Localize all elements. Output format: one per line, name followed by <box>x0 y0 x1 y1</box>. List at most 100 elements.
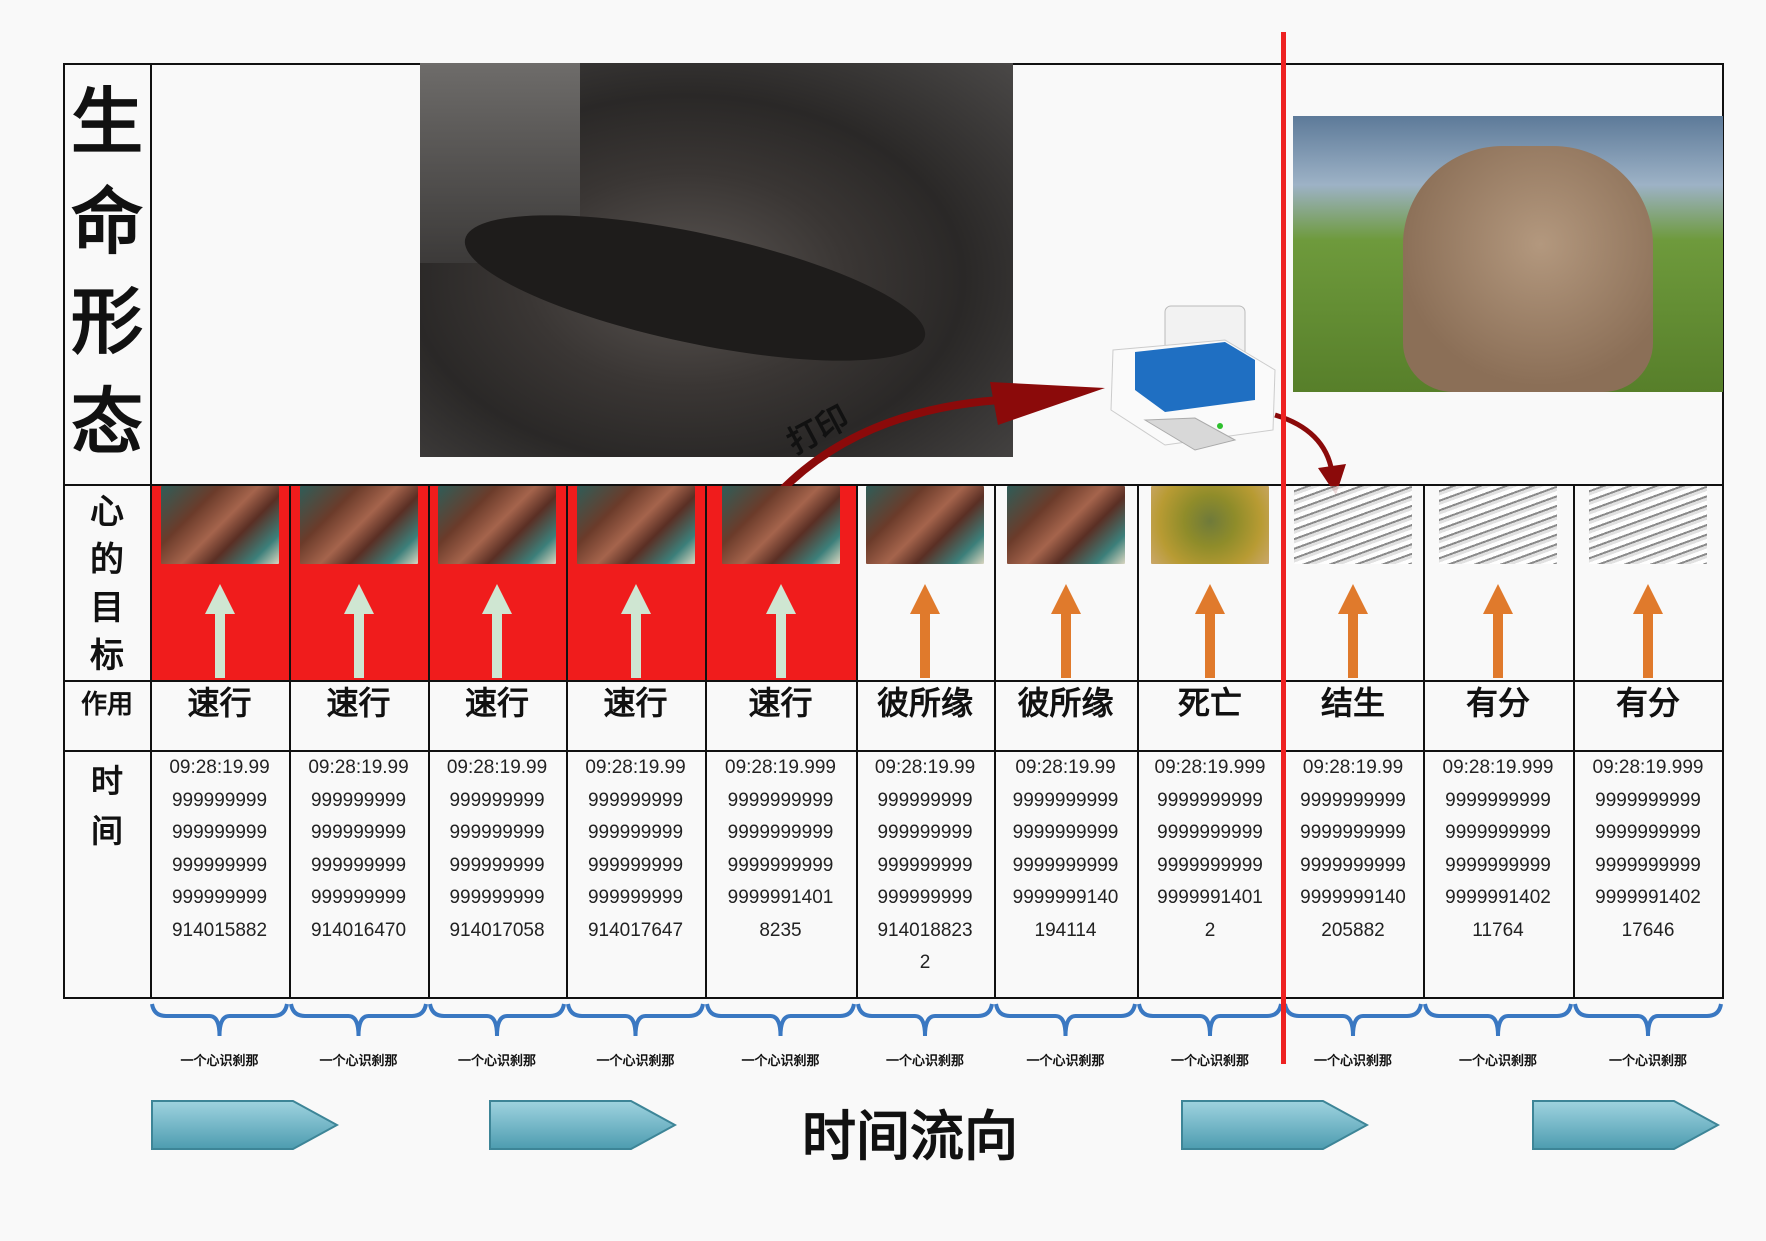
action-text: 彼所缘 <box>1017 684 1114 722</box>
row-divider <box>63 750 1724 752</box>
timestamp-line: 09:28:19.99 <box>1302 757 1404 778</box>
brace-icon <box>428 1003 566 1037</box>
print-arrow <box>777 382 1105 495</box>
flow-title: 时间流向 <box>802 1104 1018 1168</box>
action-label: 作用 <box>80 690 133 720</box>
timestamp-line: 2 <box>919 952 931 973</box>
up-arrow-icon <box>620 584 651 678</box>
timestamp-line: 999999999 <box>310 822 407 843</box>
timestamp-line: 999999999 <box>587 887 684 908</box>
cow-photo <box>1293 116 1723 392</box>
moment-label: 一个心识刹那 <box>1026 1054 1105 1069</box>
timestamp-line: 09:28:19.999 <box>1592 757 1704 778</box>
thumbnail-sketch <box>1589 486 1707 564</box>
up-arrow-icon <box>343 584 374 678</box>
timestamp-line: 914017647 <box>587 919 684 941</box>
time-label: 时 间 <box>63 756 151 856</box>
label-char: 生 <box>70 79 143 164</box>
timestamp-line: 09:28:19.99 <box>1015 757 1116 778</box>
moment-label: 一个心识刹那 <box>741 1054 820 1069</box>
timestamp-line: 9999991401 <box>727 887 834 908</box>
moment-label: 一个心识刹那 <box>180 1054 259 1069</box>
label-char: 态 <box>70 379 143 464</box>
column-divider <box>856 484 858 998</box>
column-divider <box>289 484 291 998</box>
timestamp-line: 9999999999 <box>1300 822 1406 843</box>
header-column-divider <box>150 63 152 999</box>
row-divider <box>63 680 1724 682</box>
timestamp-line: 17646 <box>1621 919 1675 941</box>
timestamp-line: 914015882 <box>171 919 268 941</box>
timestamp-line: 914017058 <box>449 919 545 941</box>
timestamp-line: 9999999140 <box>1300 887 1406 908</box>
moment-label: 一个心识刹那 <box>1458 1054 1537 1069</box>
column-divider <box>705 484 707 998</box>
up-arrow-icon <box>765 584 796 678</box>
timestamp-line: 9999991402 <box>1595 887 1701 908</box>
table-border-bottom <box>63 997 1724 999</box>
timestamp-line: 9999999999 <box>1300 854 1406 876</box>
brace-icon <box>150 1003 289 1037</box>
timestamp-line: 2 <box>1204 919 1216 941</box>
table-border-left <box>63 63 65 999</box>
timestamp-line: 999999999 <box>449 789 545 811</box>
action-text: 速行 <box>603 684 668 722</box>
timestamp-line: 9999999999 <box>727 789 834 811</box>
timestamp-line: 205882 <box>1321 919 1385 941</box>
flow-arrow-icon <box>489 1100 677 1150</box>
row-divider <box>63 484 1724 486</box>
column-divider <box>1423 484 1425 998</box>
timestamp-line: 09:28:19.999 <box>1442 757 1554 778</box>
label-char: 标 <box>90 636 124 676</box>
action-text: 结生 <box>1320 684 1385 722</box>
brace-icon <box>705 1003 856 1037</box>
sleeping-man-photo <box>420 63 1013 457</box>
timestamp-line: 9999999140 <box>1012 887 1119 908</box>
label-char: 的 <box>90 540 124 580</box>
timestamp-line: 9999999999 <box>727 822 834 843</box>
flow-arrow-icon <box>1532 1100 1720 1150</box>
timestamp-line: 9999999999 <box>1595 854 1701 876</box>
action-text: 速行 <box>326 684 391 722</box>
timestamp-line: 9999999999 <box>727 854 834 876</box>
action-text: 速行 <box>464 684 529 722</box>
mind-target-label: 心 的 目 标 <box>63 488 151 680</box>
timestamp-line: 9999999999 <box>1012 789 1119 811</box>
timestamp-line: 999999999 <box>587 789 684 811</box>
timestamp-line: 999999999 <box>877 854 973 876</box>
label-char: 时 <box>90 762 123 800</box>
up-arrow-icon <box>482 584 512 678</box>
brace-icon <box>1423 1003 1573 1037</box>
timestamp-line: 09:28:19.999 <box>1154 757 1266 778</box>
up-arrow-icon <box>1195 584 1225 678</box>
thumbnail-bird <box>1151 486 1269 564</box>
action-text: 速行 <box>748 684 813 722</box>
moment-label: 一个心识刹那 <box>1608 1054 1687 1069</box>
timestamp-line: 9999999999 <box>1445 822 1551 843</box>
timestamp-line: 999999999 <box>877 887 973 908</box>
moment-label: 一个心识刹那 <box>457 1054 536 1069</box>
thumbnail-person <box>721 486 840 564</box>
brace-icon <box>1283 1003 1423 1037</box>
brace-icon <box>856 1003 994 1037</box>
timestamp-line: 914018823 <box>877 919 973 941</box>
thumbnail-person <box>299 486 418 564</box>
timestamp-line: 999999999 <box>171 822 268 843</box>
label-char: 心 <box>90 492 124 532</box>
column-divider <box>994 484 996 998</box>
column-divider <box>1137 484 1139 998</box>
death-divider-line <box>1281 32 1286 1064</box>
timestamp-line: 999999999 <box>310 887 407 908</box>
timestamp-line: 9999999999 <box>1012 822 1119 843</box>
flow-arrow-icon <box>1181 1100 1369 1150</box>
action-text: 有分 <box>1465 684 1530 722</box>
up-arrow-icon <box>1050 584 1081 678</box>
moment-label: 一个心识刹那 <box>1170 1054 1249 1069</box>
thumbnail-sketch <box>1439 486 1557 564</box>
